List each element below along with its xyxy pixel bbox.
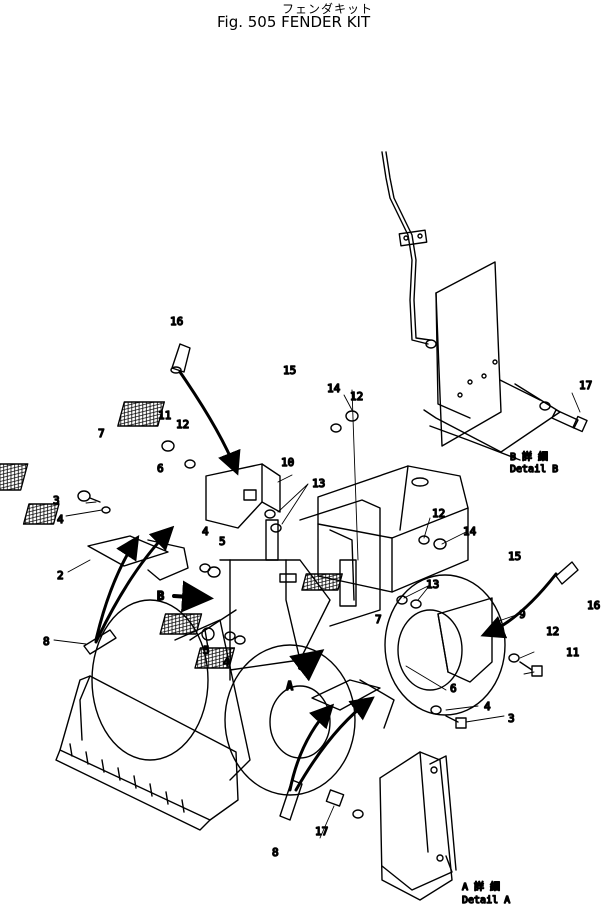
callout-15-right: 15 — [508, 550, 521, 563]
japanese-title: フェンダキット — [282, 2, 374, 16]
callout-11-far: 11 — [566, 646, 579, 659]
part-8-pin-bottom — [279, 779, 303, 821]
callout-7-center: 7 — [375, 613, 382, 626]
callout-15-top: 15 — [283, 364, 296, 377]
callout-7-left: 7 — [98, 427, 105, 440]
callout-6-left: 6 — [157, 462, 164, 475]
callout-9: 9 — [519, 608, 526, 621]
callout-5-mid: 5 — [219, 535, 226, 548]
part-9-fender — [437, 597, 493, 683]
detail-b-drawing — [381, 151, 588, 461]
part-17-bolt-bottom — [325, 789, 364, 819]
callout-12-right: 12 — [432, 507, 445, 520]
callout-6-center: 6 — [450, 682, 457, 695]
callout-13-mid: 13 — [312, 477, 325, 490]
callout-3-bottom: 3 — [508, 712, 515, 725]
detail-a-en: Detail A — [462, 895, 510, 906]
part-8-pin-left — [83, 629, 117, 655]
part-6-pad-left — [22, 503, 60, 525]
callout-10: 10 — [281, 456, 294, 469]
detail-a-jp: A 詳 細 — [462, 880, 500, 893]
assembly-arrows — [94, 370, 558, 792]
callout-5-low: 5 — [203, 644, 210, 657]
callout-12-far: 12 — [546, 625, 559, 638]
part-7-pad-left — [0, 463, 29, 491]
detail-b-en: Detail B — [510, 464, 558, 475]
callout-13-right: 13 — [426, 578, 439, 591]
figure-title: Fig. 505 FENDER KIT — [217, 13, 371, 31]
part-15-pad-top — [117, 401, 166, 427]
callout-3-left: 3 — [53, 494, 60, 507]
part-6-pad-center — [194, 647, 236, 669]
view-a-label: A — [286, 679, 294, 693]
figure-header: フェンダキット Fig. 505 FENDER KIT — [0, 0, 601, 40]
callout-11-left: 11 — [158, 409, 171, 422]
callout-16-right: 16 — [587, 599, 600, 612]
part-16-pin-right — [555, 561, 579, 585]
callout-4-mid: 4 — [202, 525, 209, 538]
view-b-label: B — [157, 589, 164, 603]
detail-b-jp: B 詳 細 — [510, 450, 548, 463]
callout-4-left: 4 — [57, 513, 64, 526]
callout-8-left: 8 — [43, 635, 50, 648]
callout-4-bottom: 4 — [484, 700, 491, 713]
callout-14-top: 14 — [327, 382, 341, 395]
fasteners — [77, 410, 543, 729]
callout-12-top: 12 — [350, 390, 363, 403]
callout-4-low: 4 — [223, 656, 230, 669]
part-2-step-plate — [87, 535, 189, 581]
callout-2: 2 — [57, 569, 64, 582]
callout-8-bottom: 8 — [272, 846, 279, 859]
callout-12-left: 12 — [176, 418, 189, 431]
callout-labels: 16 15 14 12 11 12 10 7 6 13 3 4 2 4 5 8 … — [42, 314, 601, 859]
detail-b-caption: B 詳 細 Detail B — [509, 449, 559, 475]
leader-lines — [53, 389, 581, 839]
part-16-pin-top — [170, 343, 191, 374]
callout-17-a: 17 — [315, 825, 328, 838]
callout-17-b: 17 — [579, 379, 592, 392]
callout-16-top: 16 — [170, 315, 183, 328]
part-10-fender — [205, 463, 281, 529]
callout-14-right: 14 — [463, 525, 477, 538]
detail-a-drawing — [379, 751, 457, 901]
part-7-pad-center — [159, 613, 203, 635]
loader-machine — [55, 465, 506, 831]
part-15-pad-right — [301, 573, 343, 591]
detail-a-caption: A 詳 細 Detail A — [461, 879, 511, 906]
